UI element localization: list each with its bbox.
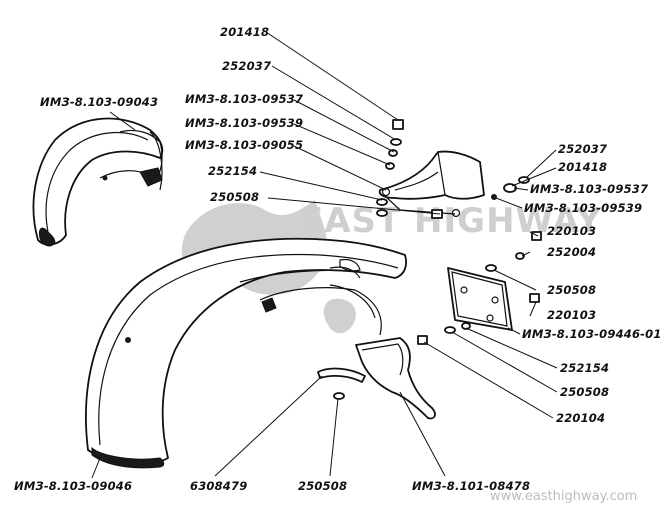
label-08478: ИМЗ-8.101-08478: [412, 479, 530, 493]
label-220104: 220104: [556, 411, 605, 425]
label-252154-right: 252154: [560, 361, 609, 375]
label-6308479: 6308479: [190, 479, 247, 493]
label-09055: ИМЗ-8.103-09055: [185, 138, 303, 152]
mudflap-part: [355, 337, 436, 420]
label-220103-top: 220103: [547, 224, 596, 238]
label-250508-lower: 250508: [560, 385, 609, 399]
clip-part: [317, 367, 366, 383]
watermark-brand: EAST HIGHWAY: [300, 201, 602, 241]
label-09046: ИМЗ-8.103-09046: [14, 479, 132, 493]
label-220103-bottom: 220103: [547, 308, 596, 322]
fasteners: [333, 119, 542, 400]
label-250508-bottom: 250508: [298, 479, 347, 493]
label-252154-top: 252154: [208, 164, 257, 178]
label-252004: 252004: [547, 245, 596, 259]
watermark-site: www.easthighway.com: [490, 489, 637, 504]
small-fender-part: [32, 117, 164, 247]
label-252037-top: 252037: [222, 59, 271, 73]
label-250508-top: 250508: [210, 190, 259, 204]
label-09446: ИМЗ-8.103-09446-01: [522, 327, 660, 341]
rear-fender-part: [85, 237, 408, 469]
label-09043: ИМЗ-8.103-09043: [40, 95, 158, 109]
label-201418-top: 201418: [220, 25, 269, 39]
plate-part: [447, 267, 513, 331]
label-09537-left: ИМЗ-8.103-09537: [185, 92, 303, 106]
label-250508-right: 250508: [547, 283, 596, 297]
label-09537-right: ИМЗ-8.103-09537: [530, 182, 648, 196]
label-201418-right: 201418: [558, 160, 607, 174]
part-labels: 201418 252037 ИМЗ-8.103-09537 ИМЗ-8.103-…: [14, 25, 660, 493]
label-252037-right: 252037: [558, 142, 607, 156]
label-09539-left: ИМЗ-8.103-09539: [185, 116, 303, 130]
label-09539-right: ИМЗ-8.103-09539: [524, 201, 642, 215]
leader-lines: [91, 31, 558, 479]
